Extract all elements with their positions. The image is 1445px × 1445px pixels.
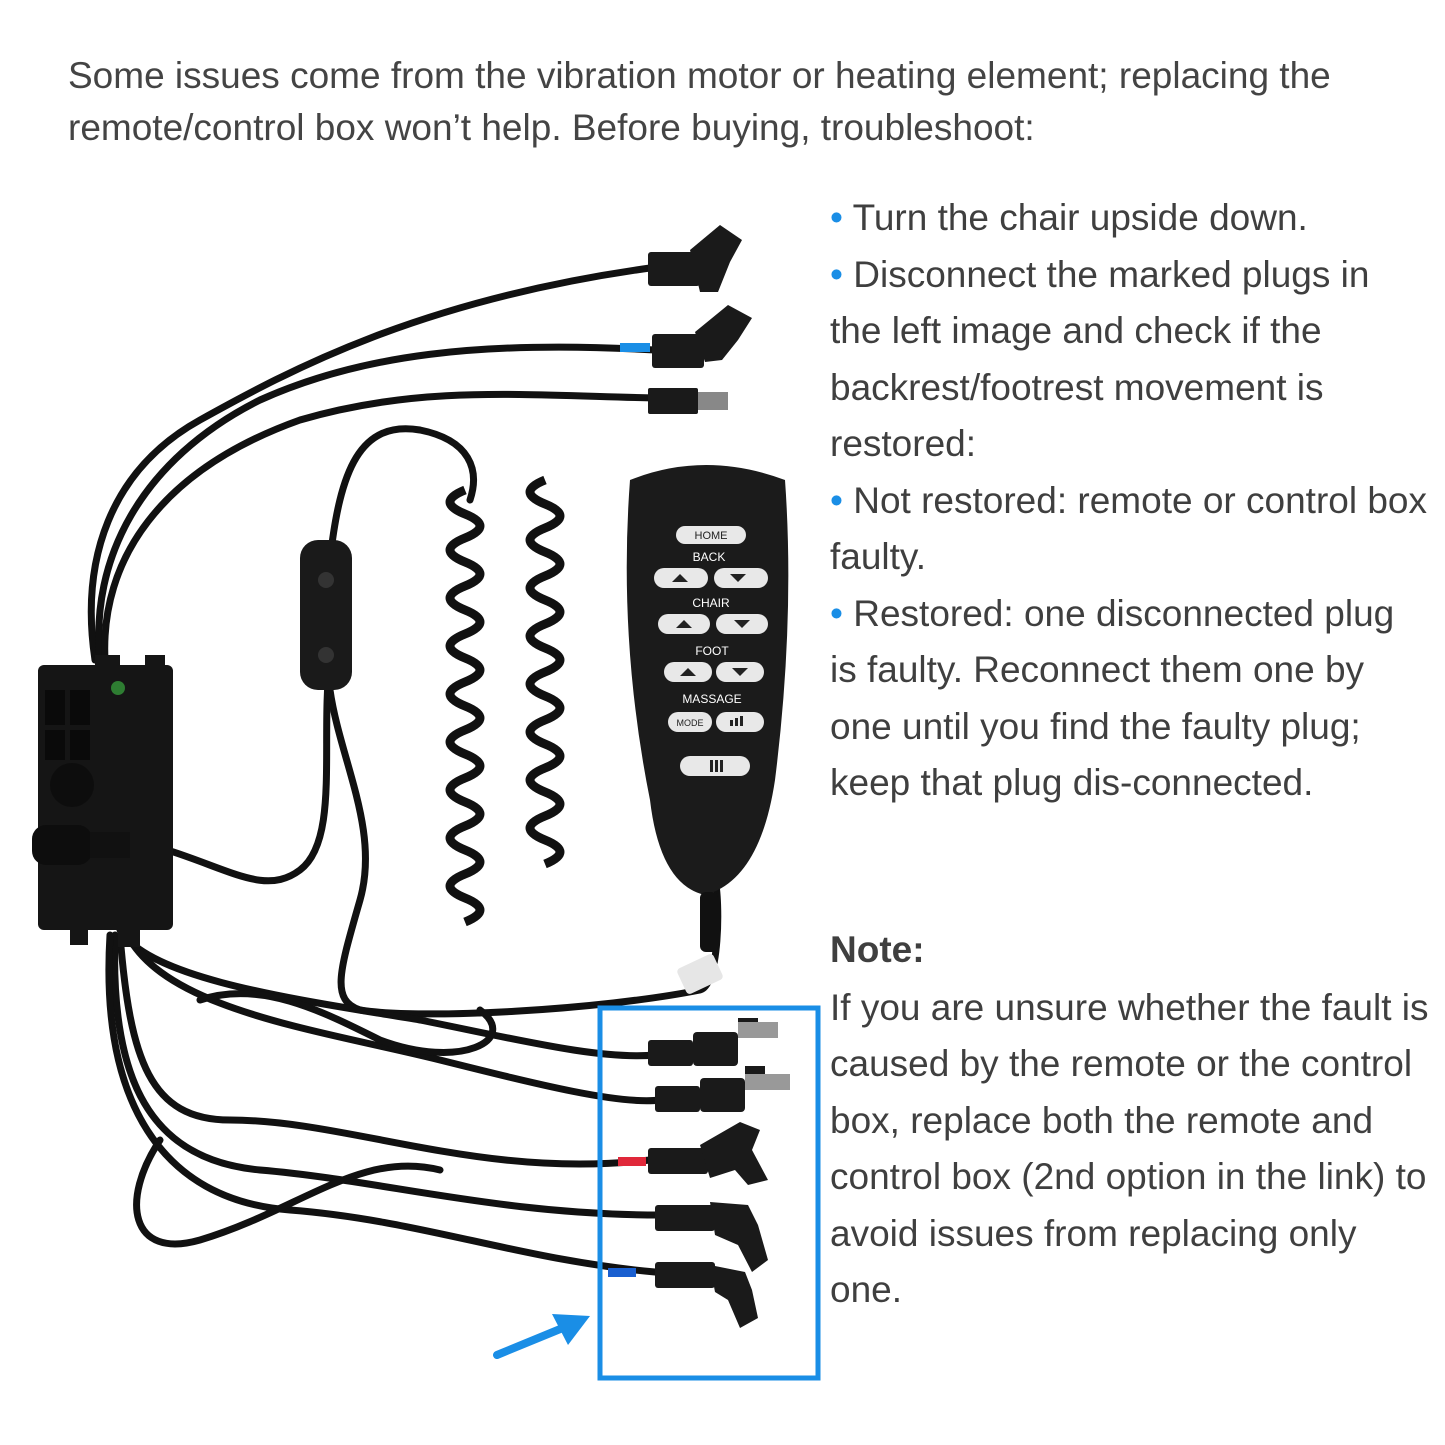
coiled-cord	[445, 475, 565, 927]
status-led-icon	[111, 681, 125, 695]
blue-marker-bottom	[608, 1268, 636, 1277]
remote-control: HOME BACK CHAIR FOOT MASSAGE MODE	[626, 465, 789, 994]
mode-button-label: MODE	[677, 718, 704, 728]
bullet-item: • Disconnect the marked plugs in the lef…	[830, 253, 1370, 465]
chair-label: CHAIR	[692, 596, 730, 610]
bullet-marker: •	[830, 592, 843, 634]
bullet-item: • Restored: one disconnected plug is fau…	[830, 592, 1395, 804]
control-box	[32, 655, 173, 947]
highlight-box	[597, 1005, 821, 1381]
home-button-label: HOME	[695, 530, 728, 542]
blue-marker	[620, 343, 650, 352]
troubleshoot-list: • Turn the chair upside down. • Disconne…	[830, 190, 1430, 812]
massage-label: MASSAGE	[682, 692, 741, 706]
inline-connector	[300, 540, 352, 690]
red-marker	[618, 1157, 646, 1166]
foot-label: FOOT	[695, 644, 729, 658]
back-label: BACK	[693, 550, 726, 564]
bottom-connectors	[648, 1018, 790, 1328]
pointer-arrow-icon	[493, 1314, 590, 1359]
note-title: Note:	[830, 929, 925, 970]
bullet-item: • Turn the chair upside down.	[830, 197, 1308, 238]
bullet-item: • Not restored: remote or control box fa…	[830, 479, 1428, 578]
cables	[87, 264, 722, 1276]
bullet-marker: •	[830, 479, 843, 521]
note-section: Note: If you are unsure whether the faul…	[830, 922, 1430, 1319]
top-connectors	[648, 225, 752, 414]
note-text: If you are unsure whether the fault is c…	[830, 986, 1429, 1311]
bullet-marker: •	[830, 253, 843, 295]
bullet-marker: •	[830, 197, 843, 238]
intro-text: Some issues come from the vibration moto…	[68, 55, 1331, 148]
